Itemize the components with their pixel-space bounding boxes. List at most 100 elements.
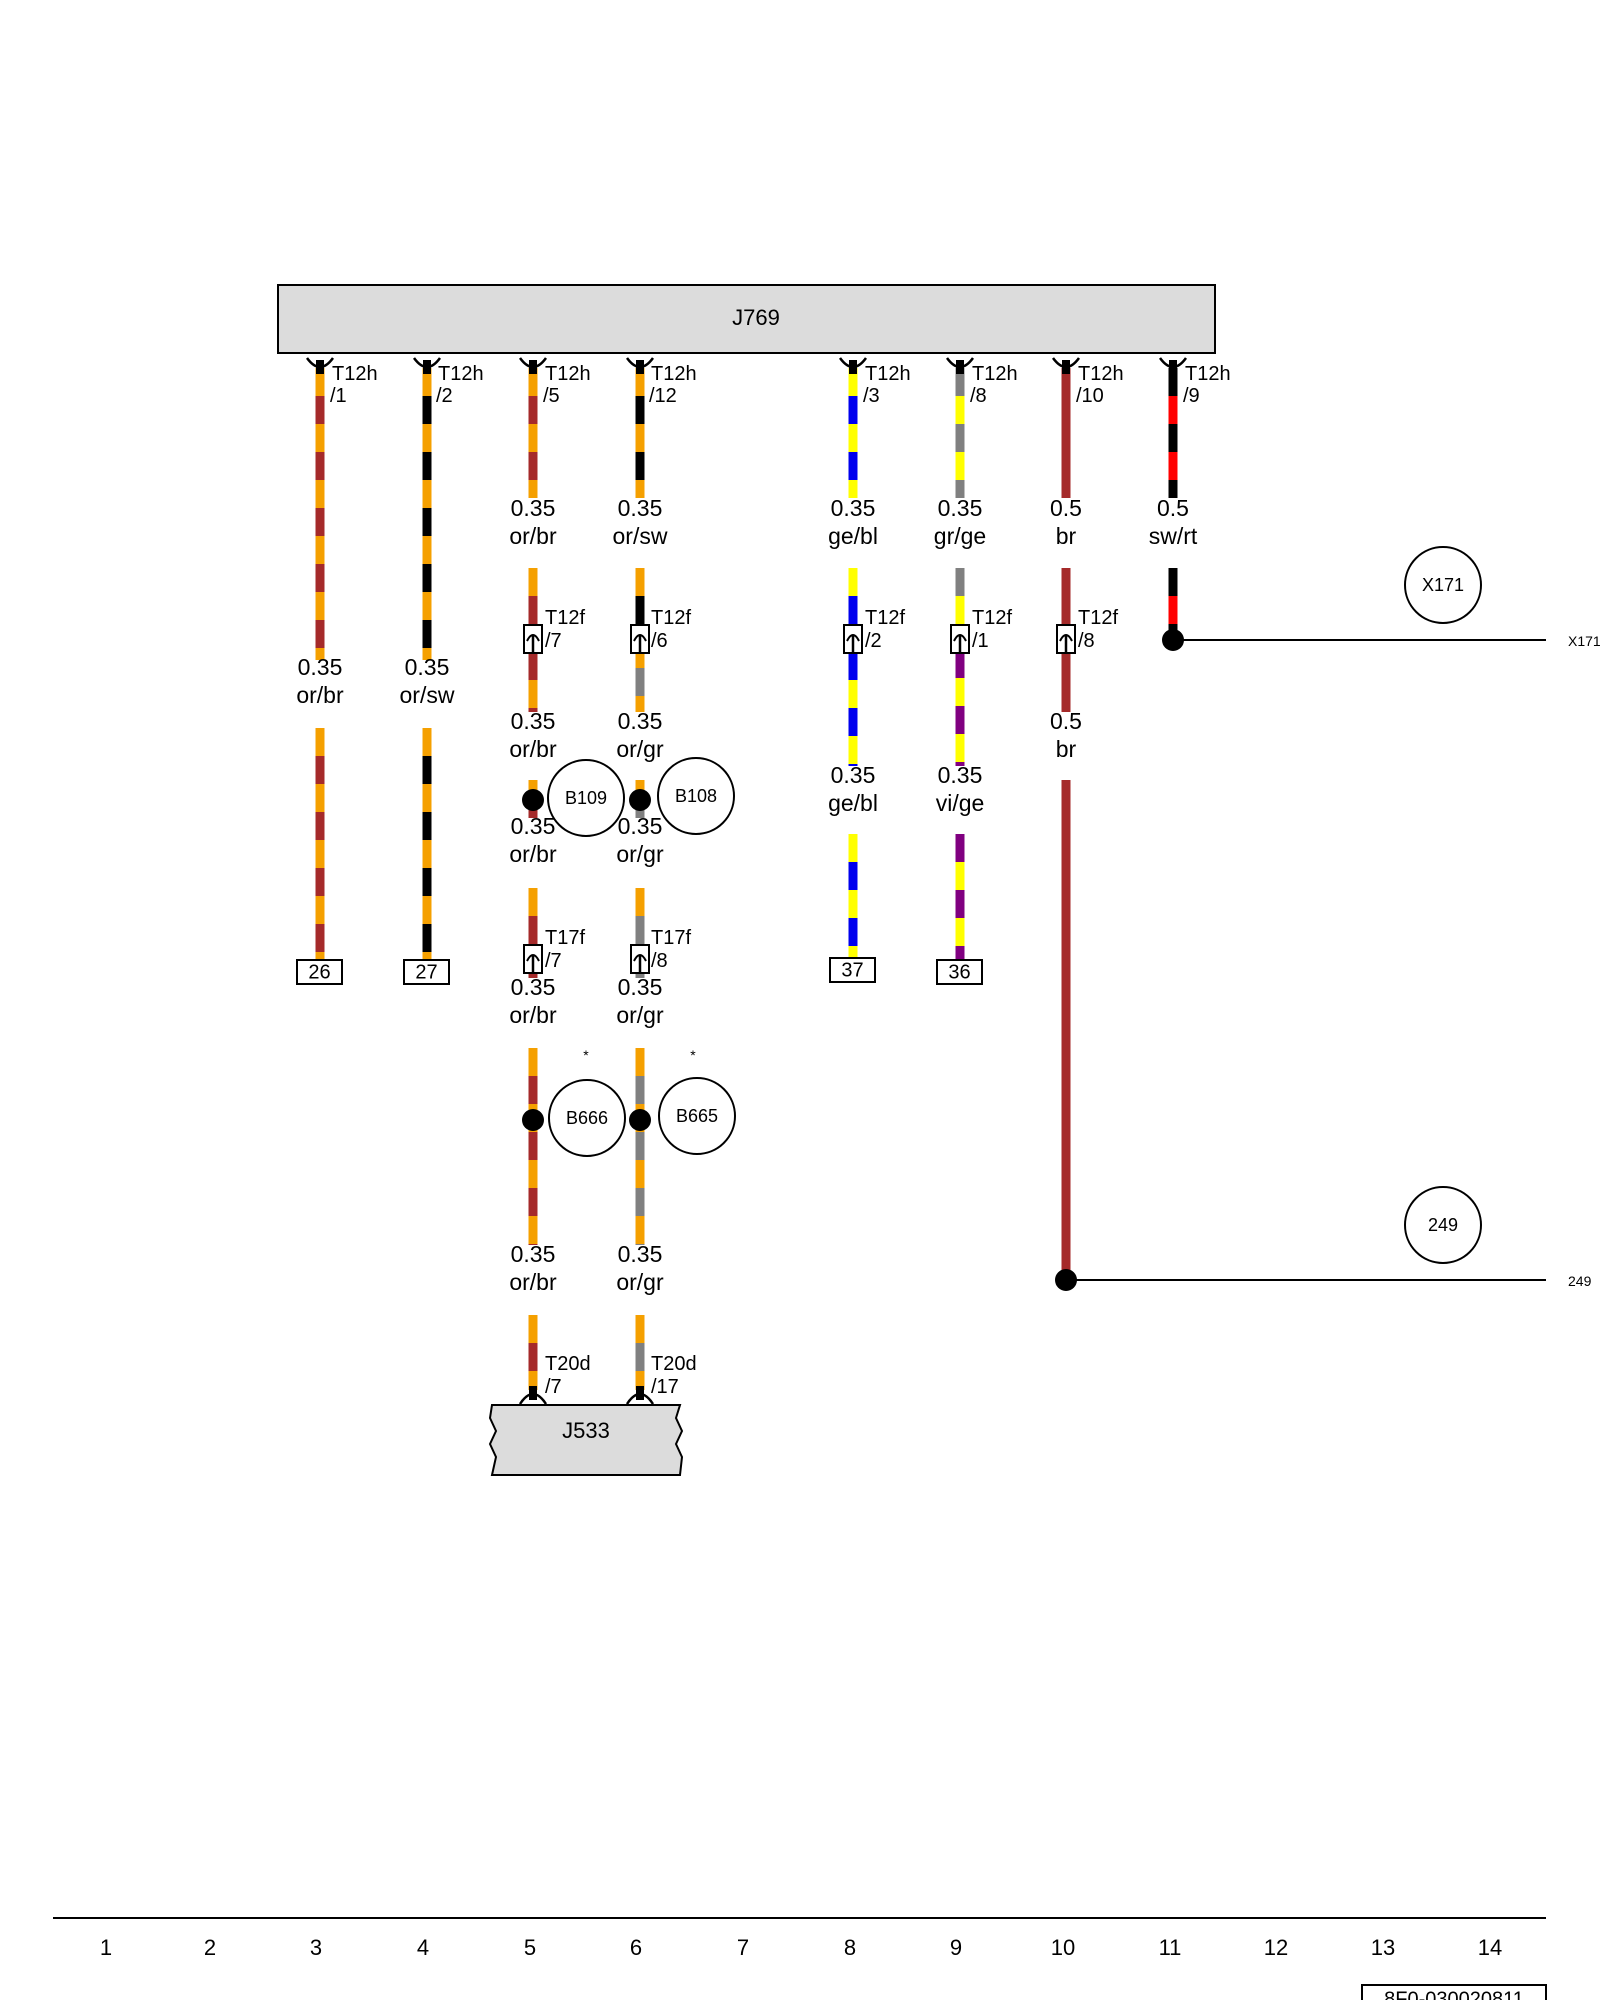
pin-label-number: /17 [651,1376,679,1398]
wire-stripe [955,568,965,596]
wire-color: or/sw [613,523,668,549]
splice-b665-circle[interactable] [658,1077,736,1155]
continuation-box[interactable] [403,959,450,985]
wire-stripe [635,568,645,596]
wire-size: 0.35 [298,654,343,680]
connector-label-pin: /7 [545,950,562,972]
wire-stripe [955,368,965,396]
diagram-code-box [1361,1984,1547,2000]
splice-b108-label: B108 [675,786,717,806]
wire-stripe [848,946,858,958]
wire-stripe [635,452,645,480]
wire-stripe [848,452,858,480]
wire-stripe [848,680,858,708]
wire-size: 0.35 [511,495,556,521]
continuation-box-label: 26 [308,961,330,983]
splice-dot [522,789,544,811]
wire-stripe [1168,452,1178,480]
wire-stripe [1168,596,1178,624]
wire-stripe [1061,368,1071,498]
connector-label-pin: /6 [651,630,668,652]
wire-stripe [528,972,538,978]
connector-label-pin: /8 [651,950,668,972]
wire-stripe [1168,568,1178,596]
top-pin-symbols [305,357,1188,374]
wire-size: 0.35 [511,708,556,734]
continuation-box-label: 36 [948,961,970,983]
wire-stripe [528,424,538,452]
continuation-box[interactable] [296,959,343,985]
pin-label-number: /7 [545,1376,562,1398]
wire-stripe [528,1343,538,1371]
reference-x171-edge-label: X171 [1568,633,1600,649]
wire-stripe [848,368,858,396]
reference-249-circle[interactable] [1404,1186,1482,1264]
wire-stripe [635,1132,645,1160]
splice-b666-marker: * [583,1047,589,1063]
wire-stripe [955,706,965,734]
wire-stripe [422,952,432,960]
wire-stripe [635,1343,645,1371]
t12f-connector-labels: T12f /7 T12f /6 T12f /2 T12f /1 T12f /8 [545,607,1118,652]
wire-stripe [528,396,538,424]
wire-stripe [848,764,858,766]
grid-number: 6 [630,1935,642,1960]
wire-size: 0.35 [618,974,663,1000]
reference-dot-249 [1055,1269,1077,1291]
wire-stripe [635,1371,645,1390]
continuation-box[interactable] [936,959,983,985]
wire-stripe [422,756,432,784]
pin-label-number: /2 [436,385,453,407]
grid-number: 4 [417,1935,429,1960]
splice-b665-marker: * [690,1047,696,1063]
wire-stripe [1061,780,1071,1280]
splice-b108-circle[interactable] [657,757,735,835]
wire-stripe [422,424,432,452]
wire-stripe [635,1188,645,1216]
wire-color: or/br [509,841,557,867]
splice-b109-circle[interactable] [547,759,625,837]
wire-stripe [848,708,858,736]
wire-color: or/gr [616,736,664,762]
wire-size: 0.35 [618,708,663,734]
wire-stripe [422,452,432,480]
wire-segments [315,368,1178,1390]
wire-stripe [315,812,325,840]
wire-stripe [315,868,325,896]
pin-label-conn: T20d [545,1353,591,1375]
splice-b666-circle[interactable] [548,1079,626,1157]
wire-stripe [955,424,965,452]
top-pin-labels: T12h /1 T12h /2 T12h /5 T12h /12 T12h /3… [330,363,1231,407]
wire-stripe [528,1188,538,1216]
pin-label-conn: T12h [545,363,591,385]
wire-stripe [422,480,432,508]
wire-stripe [422,896,432,924]
wire-stripe [528,1315,538,1343]
pin-label-conn: T12h [1185,363,1231,385]
pin-label-conn: T12h [651,363,697,385]
pin-stub [1062,360,1070,374]
wire-stripe [635,668,645,696]
grid-number: 13 [1371,1935,1395,1960]
pin-stub [1169,360,1177,374]
wire-stripe [315,840,325,868]
wire-stripe [528,708,538,712]
wire-stripe [955,918,965,946]
wire-size: 0.35 [511,974,556,1000]
reference-x171-circle[interactable] [1404,546,1482,624]
grid-number: 1 [100,1935,112,1960]
wire-stripe [848,890,858,918]
wire-stripe [315,924,325,952]
wire-stripe [315,536,325,564]
wire-stripe [635,1048,645,1076]
grid-number: 11 [1159,1935,1182,1960]
wire-stripe [528,808,538,818]
wire-stripe [955,596,965,624]
wire-stripe [422,592,432,620]
control-unit-j769-box [277,284,1216,354]
wire-stripe [315,728,325,756]
wire-size: 0.35 [938,495,983,521]
continuation-box[interactable] [829,957,876,983]
connector-label-conn: T12f [651,607,691,629]
wire-stripe [848,396,858,424]
